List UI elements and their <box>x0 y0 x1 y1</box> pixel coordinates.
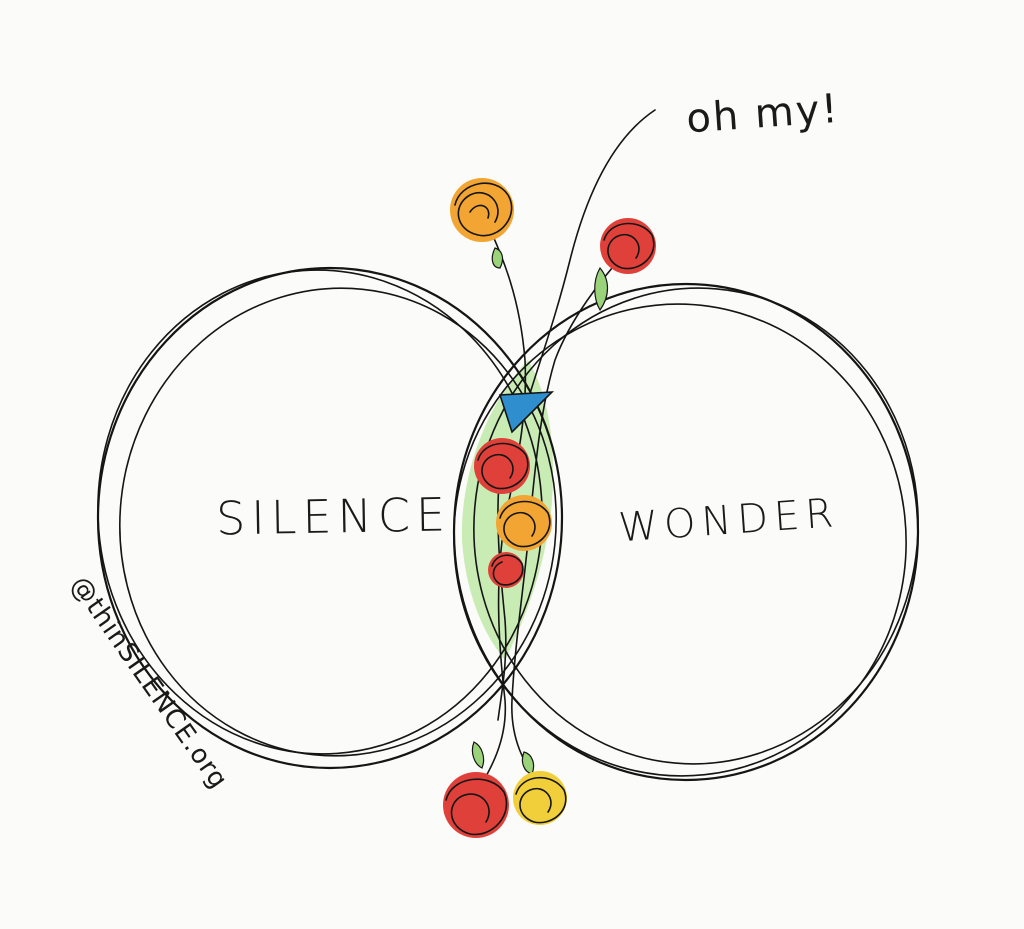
leaf-icon <box>471 741 485 769</box>
leaf-icon <box>521 751 535 775</box>
leaf-icon <box>594 266 609 312</box>
flower-icon <box>600 218 656 274</box>
flower-icon <box>496 495 552 551</box>
wonder-label: WONDER <box>617 490 840 551</box>
leaf-icon <box>491 247 504 269</box>
wonder-circle <box>452 282 920 782</box>
credit-text: @thinSILENCE.org <box>64 571 233 795</box>
silence-circle <box>96 266 564 770</box>
flower-icon <box>450 178 514 242</box>
flower-icon <box>474 438 530 494</box>
flower-icon <box>443 772 509 838</box>
exclamation-text: oh my! <box>685 86 841 143</box>
flower-icon <box>513 771 567 825</box>
triangle-icon <box>498 391 555 434</box>
flower-icon <box>488 552 524 588</box>
silence-label: SILENCE <box>216 487 452 545</box>
